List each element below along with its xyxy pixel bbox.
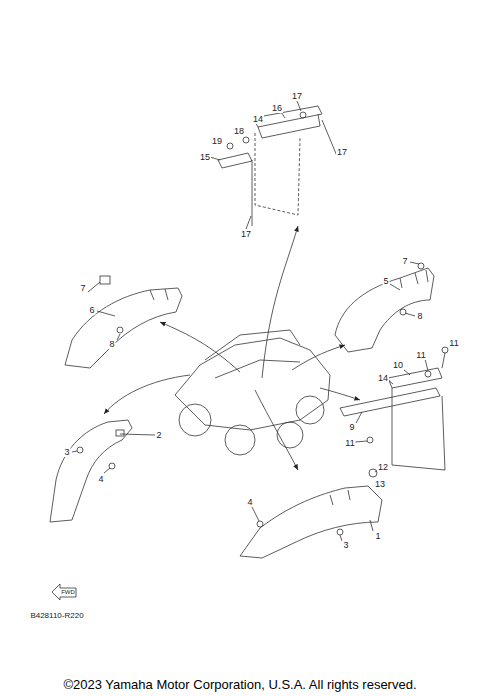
callout-number: 4 xyxy=(246,497,253,507)
callout-number: 3 xyxy=(63,447,70,457)
callout-number: 12 xyxy=(377,462,389,472)
callout-number: 17 xyxy=(336,147,348,157)
callout-number: 6 xyxy=(88,305,95,315)
copyright-caption: ©2023 Yamaha Motor Corporation, U.S.A. A… xyxy=(63,677,416,692)
callout-number: 8 xyxy=(108,339,115,349)
callout-number: 14 xyxy=(377,373,389,383)
callout-number: 14 xyxy=(252,114,264,124)
callout-number: 11 xyxy=(448,338,459,348)
callout-number: 8 xyxy=(416,311,423,321)
callout-number: 10 xyxy=(392,360,404,370)
callout-number: 11 xyxy=(415,350,426,360)
callout-number: 16 xyxy=(271,103,283,113)
callout-number: 2 xyxy=(155,430,162,440)
callout-number: 3 xyxy=(342,540,349,550)
callout-number: 17 xyxy=(291,91,303,101)
callout-number: 7 xyxy=(401,256,408,266)
callout-number: 15 xyxy=(199,152,211,162)
callout-number: 11 xyxy=(344,438,355,448)
callout-number: 4 xyxy=(97,474,104,484)
callout-number: 1 xyxy=(374,531,381,541)
callout-number: 13 xyxy=(374,479,386,489)
callout-number: 7 xyxy=(79,283,86,293)
callout-number: 19 xyxy=(211,136,223,146)
direction-mark: FWD xyxy=(60,587,76,597)
callout-number: 5 xyxy=(382,276,389,286)
diagram-code: B428110-R220 xyxy=(29,611,84,621)
callout-number: 18 xyxy=(233,126,245,136)
callout-number: 17 xyxy=(240,229,252,239)
callout-number: 9 xyxy=(348,422,355,432)
